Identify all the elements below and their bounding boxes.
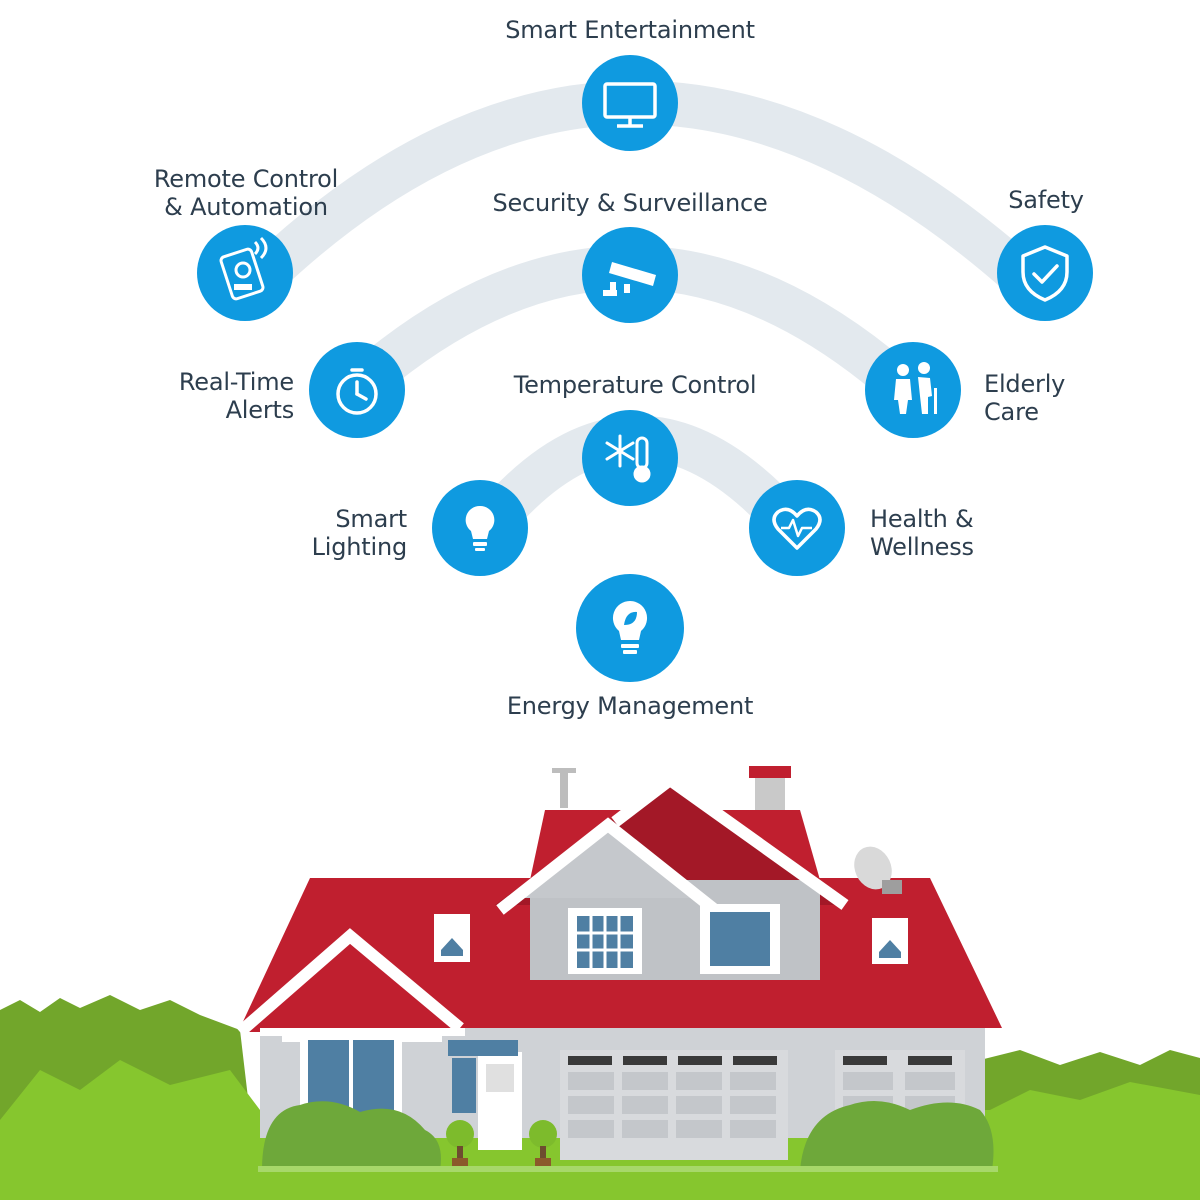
temperature-node	[582, 410, 678, 506]
heart-pulse-icon	[772, 507, 822, 550]
energy-label: Energy Management	[506, 692, 754, 720]
health-node	[749, 480, 845, 576]
smart-lighting-node	[432, 480, 528, 576]
bush-left	[262, 1101, 441, 1170]
bush-right	[800, 1101, 994, 1170]
health-label: Health & Wellness	[870, 505, 974, 561]
remote-control-label: Remote Control & Automation	[153, 165, 339, 221]
snowflake-thermometer-icon	[605, 434, 651, 483]
potted-tree-right	[529, 1120, 557, 1148]
safety-label: Safety	[1008, 186, 1084, 214]
smart-house-illustration	[0, 766, 1200, 1200]
eco-bulb-icon	[612, 600, 648, 654]
safety-node	[997, 225, 1093, 321]
energy-node	[576, 574, 684, 682]
temperature-label: Temperature Control	[513, 371, 757, 399]
real-time-alerts-node	[309, 342, 405, 438]
security-node	[582, 227, 678, 323]
remote-phone-icon	[219, 236, 268, 301]
potted-tree-left	[446, 1120, 474, 1148]
light-bulb-icon	[465, 505, 495, 551]
shield-check-icon	[1021, 245, 1069, 302]
elderly-care-label: Elderly Care	[984, 370, 1066, 426]
smart-entertainment-node	[582, 55, 678, 151]
satellite-dish-icon	[854, 846, 902, 894]
elderly-couple-icon	[894, 362, 937, 414]
real-time-alerts-label: Real-Time Alerts	[178, 368, 294, 424]
smart-lighting-label: Smart Lighting	[311, 505, 408, 561]
security-label: Security & Surveillance	[492, 189, 768, 217]
tv-monitor-icon	[603, 82, 657, 128]
ground-strip	[258, 1166, 998, 1172]
chimney	[755, 778, 785, 810]
antenna	[560, 768, 568, 808]
cctv-camera-icon	[603, 262, 656, 296]
smart-entertainment-label: Smart Entertainment	[505, 16, 755, 44]
elderly-care-node	[865, 342, 961, 438]
remote-control-node	[197, 225, 293, 321]
left-gable	[240, 935, 462, 1032]
stopwatch-icon	[336, 368, 378, 415]
